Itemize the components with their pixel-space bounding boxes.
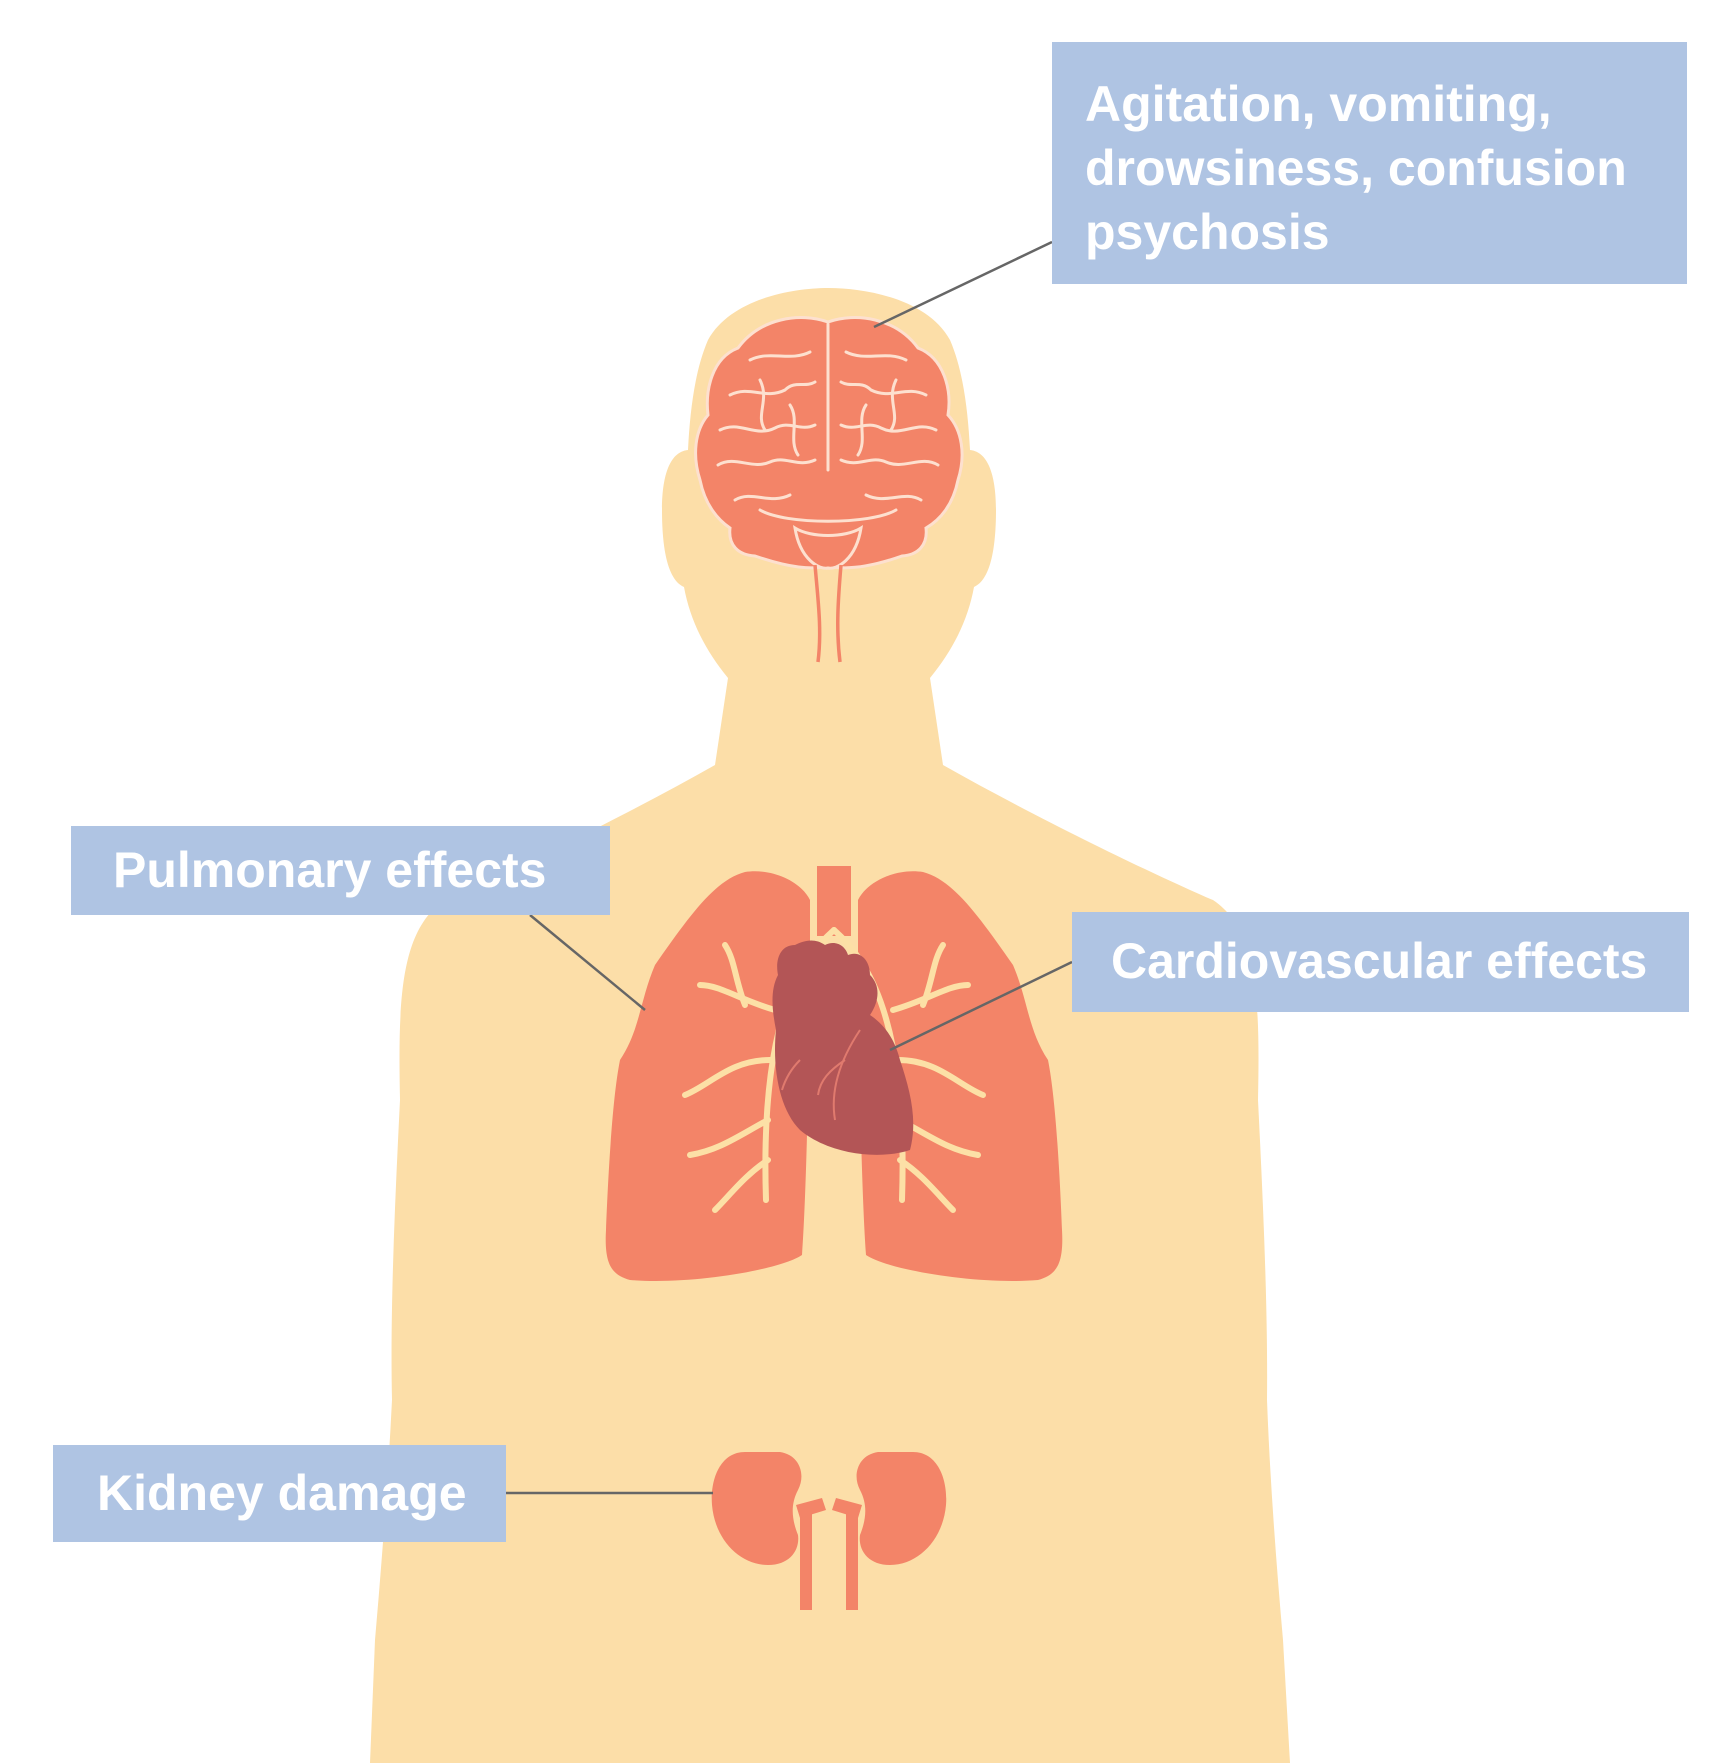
callout-kidney-label: Kidney damage (97, 1461, 506, 1525)
callout-brain: Agitation, vomiting, drowsiness, confusi… (1052, 42, 1687, 284)
callout-heart-label: Cardiovascular effects (1111, 929, 1689, 993)
leader-line-brain (874, 242, 1052, 327)
callout-brain-line-3: psychosis (1085, 200, 1687, 264)
right-ureter (846, 1512, 858, 1610)
callout-lungs-label: Pulmonary effects (113, 838, 610, 902)
callout-brain-line-1: Agitation, vomiting, (1085, 72, 1687, 136)
callout-lungs: Pulmonary effects (71, 826, 610, 915)
callout-heart: Cardiovascular effects (1072, 912, 1689, 1012)
callout-brain-line-2: drowsiness, confusion (1085, 136, 1687, 200)
callout-kidney: Kidney damage (53, 1445, 506, 1542)
left-ureter (800, 1512, 812, 1610)
trachea (817, 866, 851, 936)
